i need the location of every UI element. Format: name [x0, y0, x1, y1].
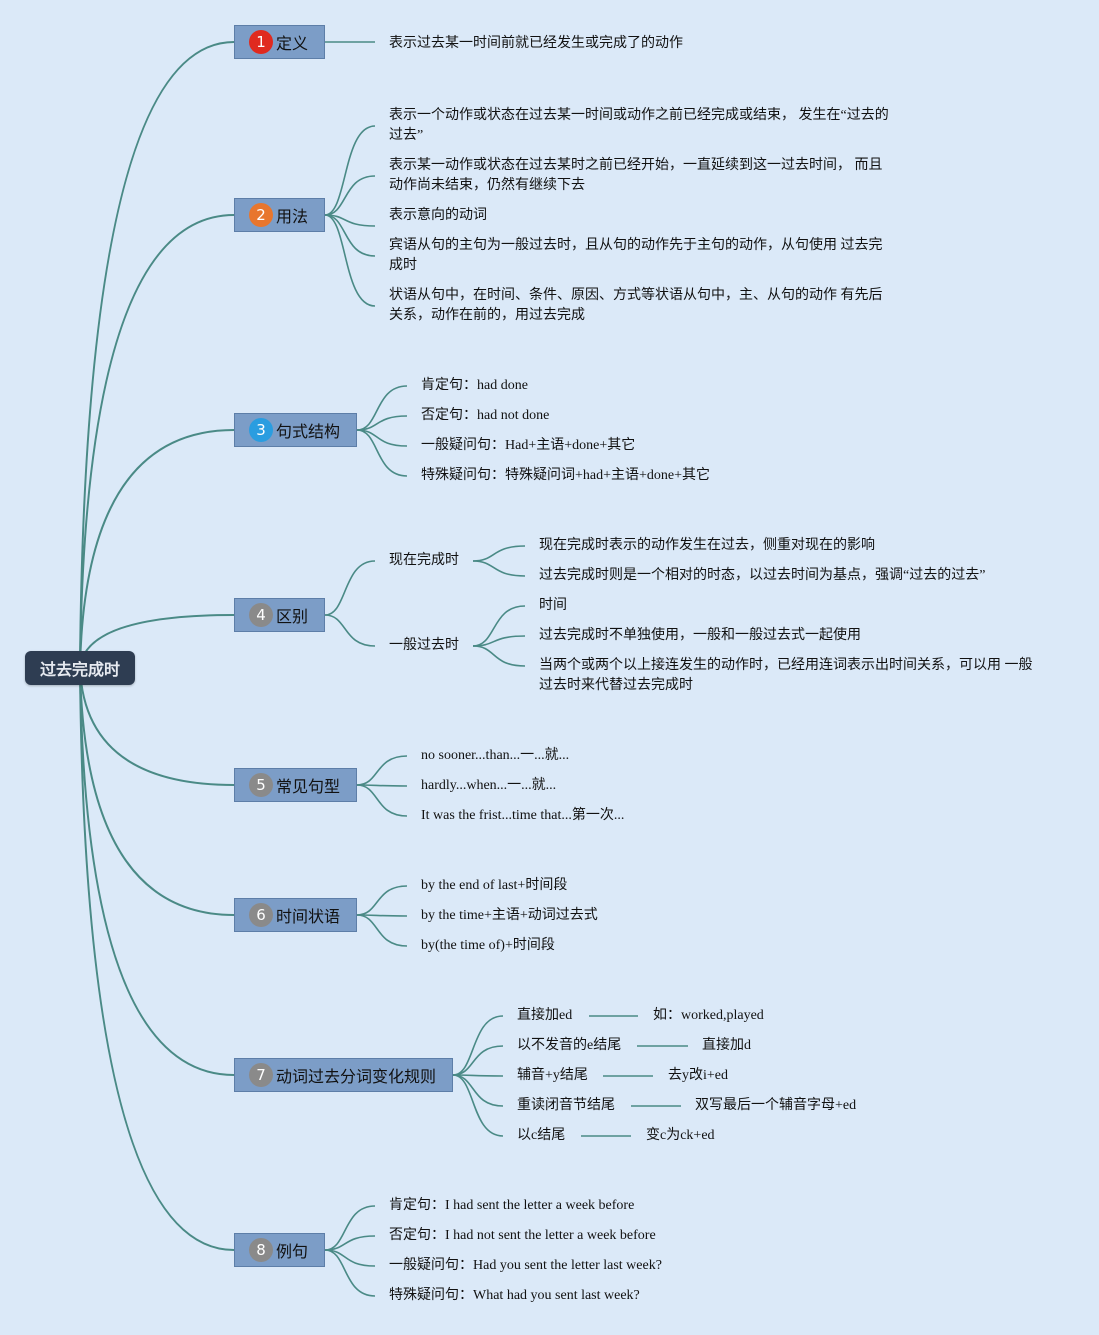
topic-label: 动词过去分词变化规则	[276, 1067, 437, 1086]
rule-result: 如：worked,played	[653, 1008, 764, 1023]
usage-item: 宾语从句的主句为一般过去时，且从句的动作先于主句的动作，从句使用 过去完成时	[389, 238, 883, 273]
difference-item: 现在完成时表示的动作发生在过去，侧重对现在的影响	[539, 538, 875, 553]
root-link-2	[79, 214, 235, 669]
rule-link-4	[452, 1074, 504, 1107]
usage-item: 状语从句中，在时间、条件、原因、方式等状语从句中，主、从句的动作 有先后关系，动…	[389, 288, 883, 323]
badge-6: 6	[249, 903, 273, 927]
structure-item: 肯定句：had done	[421, 378, 528, 393]
rule-link-1	[452, 1015, 504, 1076]
example-item: 否定句：I had not sent the letter a week bef…	[389, 1228, 656, 1243]
structure-item: 特殊疑问句：特殊疑问词+had+主语+done+其它	[421, 468, 711, 483]
badge-5: 5	[249, 773, 273, 797]
difference-item-link-b3	[472, 645, 526, 667]
badge-1: 1	[249, 30, 273, 54]
difference-item: 过去完成时则是一个相对的时态，以过去时间为基点，强调“过去的过去”	[539, 568, 986, 583]
topic-label: 例句	[276, 1242, 309, 1261]
usage-item: 表示意向的动词	[389, 208, 487, 223]
topic-common-patterns[interactable]: 5 常见句型	[234, 768, 357, 802]
example-item: 一般疑问句：Had you sent the letter last week?	[389, 1258, 662, 1273]
usage-link-2	[324, 175, 376, 216]
badge-8: 8	[249, 1238, 273, 1262]
difference-group-simple-past[interactable]: 一般过去时	[389, 638, 459, 653]
time-adverbial-item: by the time+主语+动词过去式	[421, 908, 598, 923]
structure-item: 一般疑问句：Had+主语+done+其它	[421, 438, 636, 453]
root-link-6	[79, 667, 235, 916]
structure-link-1	[356, 385, 408, 431]
root-link-8	[79, 667, 235, 1251]
badge-3: 3	[249, 418, 273, 442]
rule-link-5	[452, 1074, 504, 1137]
rule-condition: 以c结尾	[517, 1128, 566, 1143]
rule-link-2	[452, 1045, 504, 1076]
usage-item: 表示某一动作或状态在过去某时之前已经开始，一直延续到这一过去时间， 而且动作尚未…	[389, 158, 883, 193]
rule-result: 变c为ck+ed	[646, 1128, 715, 1143]
topic-usage[interactable]: 2 用法	[234, 198, 325, 232]
pattern-item: It was the frist...time that...第一次...	[421, 808, 625, 823]
rule-condition: 以不发音的e结尾	[517, 1038, 622, 1053]
rule-condition: 直接加ed	[517, 1008, 573, 1023]
usage-link-4	[324, 214, 376, 257]
topic-definition[interactable]: 1 定义	[234, 25, 325, 59]
difference-item-link-a2	[472, 560, 526, 577]
topic-differences[interactable]: 4 区别	[234, 598, 325, 632]
root-link-5	[79, 667, 235, 786]
example-item: 肯定句：I had sent the letter a week before	[389, 1198, 635, 1213]
rule-condition: 辅音+y结尾	[517, 1068, 588, 1083]
example-link-1	[324, 1205, 376, 1251]
time-adverbial-link-3	[356, 914, 408, 947]
time-adverbial-item: by(the time of)+时间段	[421, 938, 555, 953]
pattern-item: hardly...when...一...就...	[421, 778, 557, 793]
root-link-3	[79, 429, 235, 669]
difference-item-link-a1	[472, 545, 526, 562]
rule-result: 去y改i+ed	[668, 1068, 728, 1083]
topic-label: 区别	[276, 607, 309, 626]
root-label: 过去完成时	[39, 660, 120, 679]
topic-examples[interactable]: 8 例句	[234, 1233, 325, 1267]
structure-link-4	[356, 429, 408, 477]
badge-2: 2	[249, 203, 273, 227]
time-adverbial-item: by the end of last+时间段	[421, 878, 568, 893]
topic-participle-rules[interactable]: 7 动词过去分词变化规则	[234, 1058, 453, 1092]
rule-result: 直接加d	[702, 1038, 751, 1053]
difference-group-link-1	[324, 560, 376, 616]
topic-label: 用法	[276, 207, 309, 226]
definition-text: 表示过去某一时间前就已经发生或完成了的动作	[389, 36, 683, 51]
root-link-7	[79, 667, 235, 1076]
topic-sentence-structure[interactable]: 3 句式结构	[234, 413, 357, 447]
topic-time-adverbials[interactable]: 6 时间状语	[234, 898, 357, 932]
rule-condition: 重读闭音节结尾	[517, 1098, 615, 1113]
root-node[interactable]: 过去完成时	[25, 651, 135, 685]
example-link-4	[324, 1249, 376, 1297]
difference-group-link-2	[324, 614, 376, 647]
topic-label: 时间状语	[276, 907, 341, 926]
usage-link-1	[324, 125, 376, 216]
pattern-link-3	[356, 784, 408, 817]
topic-label: 定义	[276, 34, 309, 53]
badge-4: 4	[249, 603, 273, 627]
usage-item: 表示一个动作或状态在过去某一时间或动作之前已经完成或结束， 发生在“过去的过去”	[389, 108, 889, 143]
structure-item: 否定句：had not done	[421, 408, 550, 423]
difference-item: 时间	[539, 598, 567, 613]
usage-link-5	[324, 214, 376, 307]
example-item: 特殊疑问句：What had you sent last week?	[389, 1288, 640, 1303]
pattern-link-1	[356, 755, 408, 786]
topic-label: 常见句型	[276, 777, 341, 796]
root-link-1	[79, 41, 235, 669]
topic-label: 句式结构	[276, 422, 341, 441]
time-adverbial-link-1	[356, 885, 408, 916]
rule-result: 双写最后一个辅音字母+ed	[695, 1098, 857, 1113]
difference-item: 当两个或两个以上接连发生的动作时，已经用连词表示出时间关系，可以用 一般过去时来…	[539, 658, 1033, 693]
difference-group-present-perfect[interactable]: 现在完成时	[389, 553, 459, 568]
badge-7: 7	[249, 1063, 273, 1087]
pattern-item: no sooner...than...一...就...	[421, 748, 570, 763]
difference-item: 过去完成时不单独使用，一般和一般过去式一起使用	[539, 628, 861, 643]
